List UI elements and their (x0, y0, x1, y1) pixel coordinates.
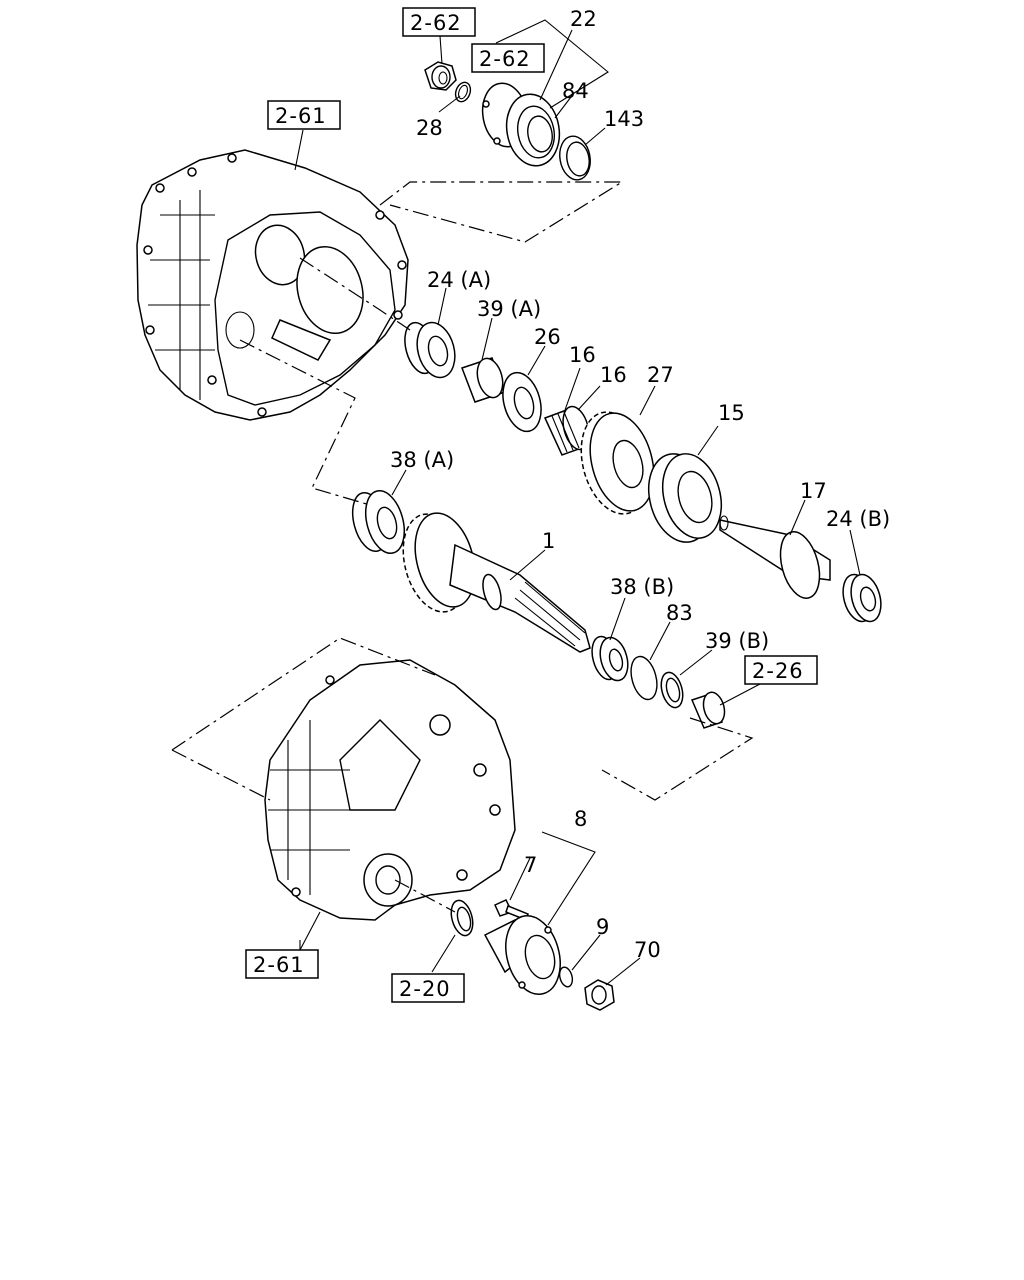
nut-70 (584, 979, 615, 1011)
callout-84[interactable]: 84 (562, 79, 589, 103)
ref-label-2-61-lower: 2-61 (253, 953, 305, 977)
callout-15[interactable]: 15 (718, 401, 745, 425)
bearing-24a (404, 321, 456, 379)
snap-ring-83 (630, 655, 658, 701)
callout-39a[interactable]: 39 (A) (477, 297, 541, 321)
callout-70[interactable]: 70 (634, 938, 661, 962)
o-ring-9 (558, 966, 574, 988)
ref-box-2-20[interactable]: 2-20 (391, 973, 465, 1003)
callout-17[interactable]: 17 (800, 479, 827, 503)
callout-27[interactable]: 27 (647, 363, 674, 387)
sleeve-39a (461, 357, 506, 403)
callout-38b[interactable]: 38 (B) (610, 575, 674, 599)
ref-box-2-62-top[interactable]: 2-62 (402, 7, 476, 37)
callout-26[interactable]: 26 (534, 325, 561, 349)
ref-box-2-26[interactable]: 2-26 (744, 655, 818, 685)
ref-label-2-20: 2-20 (399, 977, 451, 1001)
upper-housing (136, 149, 409, 421)
ref-label-2-26: 2-26 (752, 659, 804, 683)
callout-8[interactable]: 8 (574, 807, 587, 831)
ref-label-2-62-flange: 2-62 (479, 47, 531, 71)
callout-16-outer[interactable]: 16 (569, 343, 596, 367)
lower-housing (264, 659, 516, 921)
washer-26 (502, 371, 542, 433)
o-ring-28 (454, 81, 472, 103)
callout-1[interactable]: 1 (542, 529, 555, 553)
seal-ring-143 (559, 135, 591, 181)
main-shaft-1 (402, 512, 591, 653)
callout-83[interactable]: 83 (666, 601, 693, 625)
shaft-17 (719, 515, 831, 599)
callout-22[interactable]: 22 (570, 7, 597, 31)
ref-label-2-61-upper: 2-61 (275, 104, 327, 128)
callout-24a[interactable]: 24 (A) (427, 268, 491, 292)
callout-38a[interactable]: 38 (A) (390, 448, 454, 472)
nut-top (424, 61, 457, 91)
flange-8 (483, 915, 561, 995)
callout-7[interactable]: 7 (524, 853, 537, 877)
callout-16-inner[interactable]: 16 (600, 363, 627, 387)
ref-box-2-61-upper[interactable]: 2-61 (267, 100, 341, 130)
callout-143[interactable]: 143 (604, 107, 644, 131)
flange-22 (481, 82, 561, 167)
needle-bearing-2-26 (690, 691, 726, 729)
bearing-38b (591, 635, 629, 682)
callout-24b[interactable]: 24 (B) (826, 507, 890, 531)
gear-27 (580, 411, 655, 515)
ref-box-2-62-flange[interactable]: 2-62 (471, 43, 545, 73)
oil-seal-2-20 (450, 899, 474, 937)
bearing-24b (842, 573, 882, 623)
ref-label-2-62-top: 2-62 (410, 11, 462, 35)
bearing-38a (351, 489, 406, 555)
sleeve-15 (648, 453, 722, 543)
ref-box-2-61-lower[interactable]: 2-61 (245, 949, 319, 979)
callout-28[interactable]: 28 (416, 116, 443, 140)
callout-39b[interactable]: 39 (B) (705, 629, 769, 653)
spacer-39b (660, 671, 684, 709)
callout-9[interactable]: 9 (596, 915, 609, 939)
